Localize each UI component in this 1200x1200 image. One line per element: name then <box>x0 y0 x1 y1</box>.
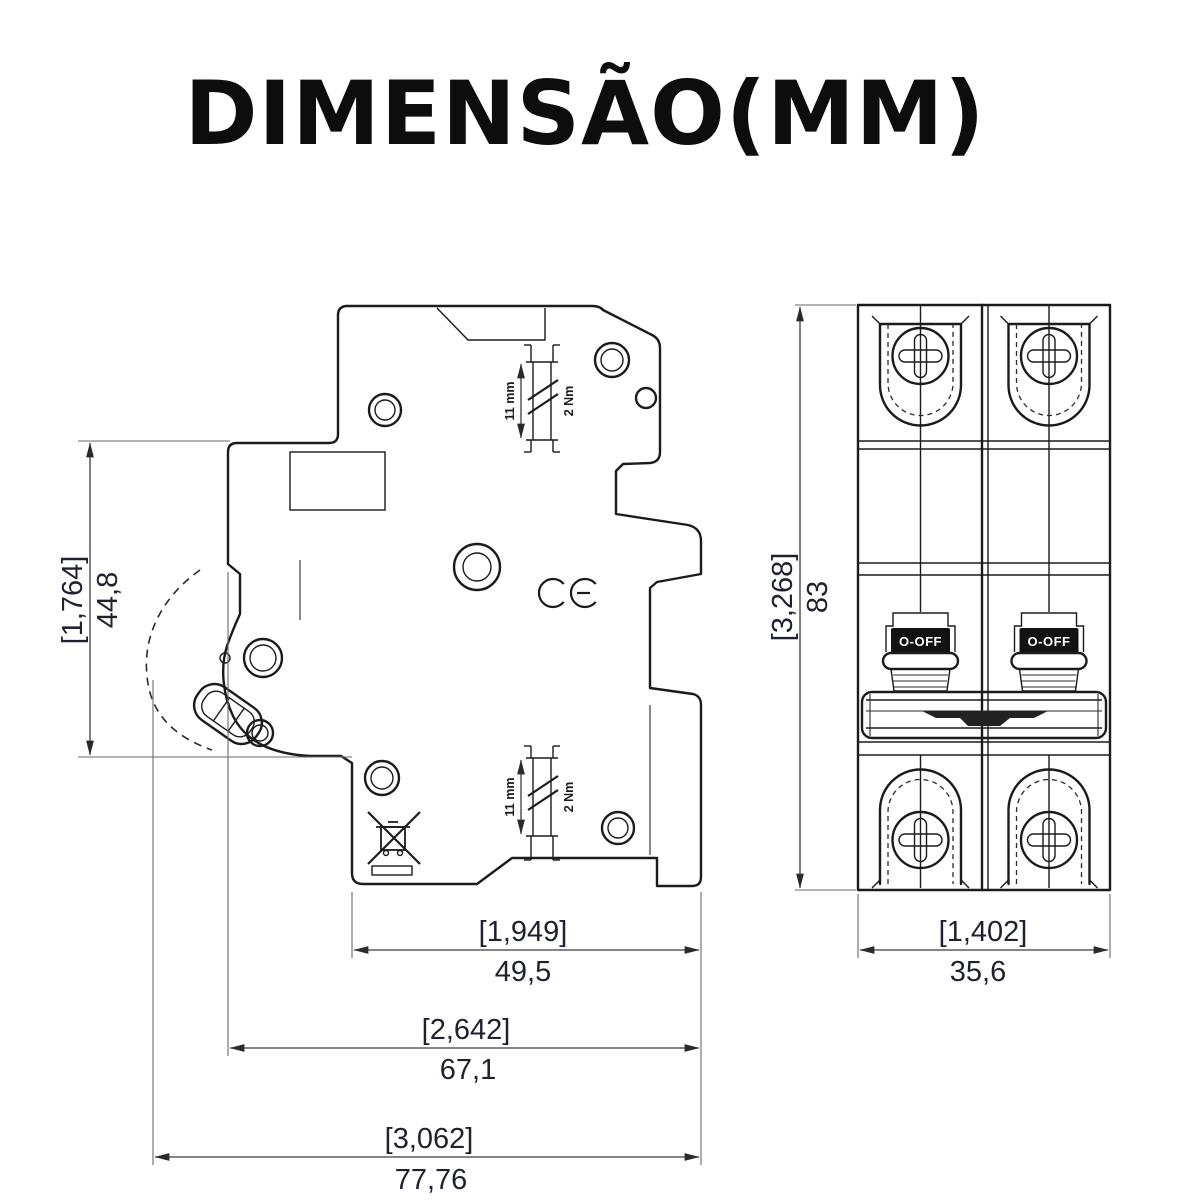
ce-mark <box>537 577 597 609</box>
torque-label-top: 2 Nm <box>562 386 576 417</box>
phillips-screw-icon <box>898 333 943 379</box>
dim-side-height-value: 44,8 <box>92 572 124 628</box>
side-top-step-line <box>436 307 546 341</box>
side-rivet-bottom-left <box>363 759 401 797</box>
side-body-outline <box>222 304 703 888</box>
front-section-lines <box>858 440 1110 756</box>
dim-side-width-total: [3,062] 77,76 <box>154 1119 700 1196</box>
front-view: O-OFF <box>856 303 1112 892</box>
torque-label-bottom: 2 Nm <box>562 782 576 813</box>
phillips-screw-icon <box>1026 817 1072 863</box>
toggle-lever <box>192 682 264 746</box>
pole2-bottom-terminal <box>1000 768 1098 889</box>
side-lever-boss <box>219 637 284 679</box>
side-rivet-center <box>452 542 502 592</box>
pole-2: O-OFF <box>1000 306 1098 889</box>
terminal-annotation-bottom: 11 mm 2 Nm <box>503 745 576 861</box>
phillips-screw-icon <box>1026 333 1072 379</box>
pole2-handle-label: O-OFF <box>1028 634 1071 649</box>
dim-side-width-lower-value: 49,5 <box>495 956 551 988</box>
dim-front-width: [1,402] 35,6 <box>859 912 1109 988</box>
side-hole-small-right <box>634 386 658 410</box>
lever-swing-arc <box>145 569 213 751</box>
front-body-outline <box>856 303 1112 892</box>
side-view: 11 mm 2 Nm 11 mm 2 Nm <box>145 304 703 888</box>
strip-length-label-top: 11 mm <box>503 382 517 421</box>
side-slot-detail <box>371 865 413 876</box>
pole1-handle: O-OFF <box>881 612 960 692</box>
pole-1: O-OFF <box>871 306 970 889</box>
dim-front-width-value: 35,6 <box>950 956 1006 988</box>
dim-side-width-total-bracket: [3,062] <box>385 1123 474 1155</box>
side-rivet-top-left <box>367 392 403 428</box>
terminal-annotation-top: 11 mm 2 Nm <box>503 344 576 453</box>
dim-side-width-body-value: 67,1 <box>440 1054 496 1086</box>
dimensions: [1,764] 44,8 [3,268] 83 [1,949] 49,5 <box>57 304 1111 1196</box>
tie-bar-lock-tab <box>922 711 1048 726</box>
dim-side-width-lower-bracket: [1,949] <box>479 916 568 948</box>
pole1-handle-label: O-OFF <box>899 634 942 649</box>
dim-front-width-bracket: [1,402] <box>939 916 1028 948</box>
dim-front-height-value: 83 <box>802 581 834 613</box>
pole1-bottom-terminal <box>871 768 970 889</box>
side-rivet-bottom-right <box>600 810 636 846</box>
dim-side-width-lower: [1,949] 49,5 <box>353 912 700 988</box>
extension-lines <box>78 304 1111 1165</box>
strip-length-label-bottom: 11 mm <box>503 778 517 817</box>
dim-front-height-bracket: [3,268] <box>767 553 799 642</box>
side-rivet-lower-boss <box>245 718 275 748</box>
dim-side-height: [1,764] 44,8 <box>57 442 124 756</box>
side-window-detail <box>289 451 386 511</box>
pole2-top-terminal <box>1000 315 1098 427</box>
weee-crossed-bin-icon <box>367 811 421 865</box>
dim-side-width-body: [2,642] 67,1 <box>229 1010 700 1086</box>
pole2-handle: O-OFF <box>1010 612 1088 692</box>
dim-front-height: [3,268] 83 <box>767 306 834 889</box>
pole1-top-terminal <box>871 315 970 427</box>
dim-side-width-total-value: 77,76 <box>395 1164 468 1196</box>
dim-side-height-bracket: [1,764] <box>57 556 89 645</box>
handle-tie-bar <box>860 690 1108 740</box>
dim-side-width-body-bracket: [2,642] <box>422 1014 511 1046</box>
phillips-screw-icon <box>898 817 943 863</box>
side-rivet-top-right <box>593 341 631 379</box>
page-title: DIMENSÃO(MM) <box>184 62 986 165</box>
